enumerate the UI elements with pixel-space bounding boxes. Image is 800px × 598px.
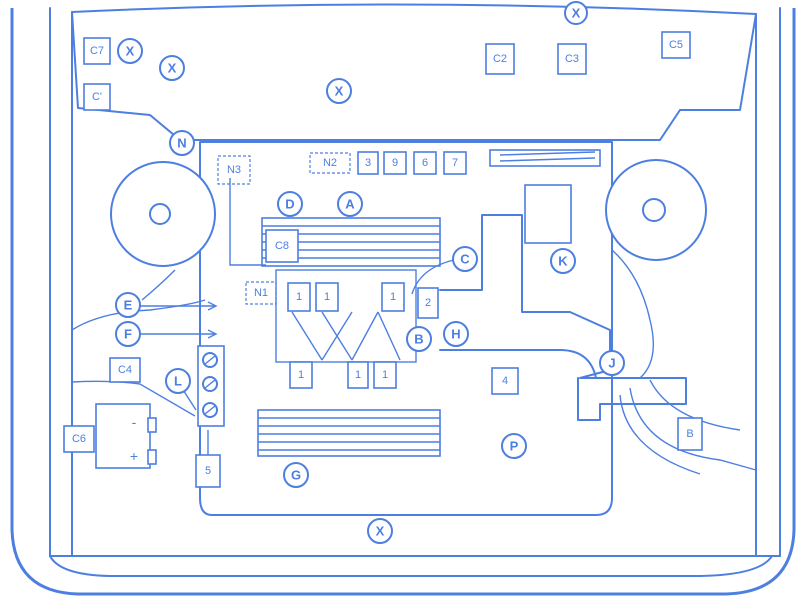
heatsink xyxy=(257,217,441,457)
battery: - + xyxy=(95,403,157,469)
svg-text:J: J xyxy=(608,356,615,371)
transistors: 1 1 1 1 1 1 2 xyxy=(287,282,439,389)
svg-text:K: K xyxy=(558,254,568,269)
svg-text:1: 1 xyxy=(298,369,304,381)
wiring xyxy=(71,249,757,475)
c5-label: C5 xyxy=(669,39,683,51)
upper-panel xyxy=(71,3,757,557)
c5-component xyxy=(661,31,691,59)
r5-label: 5 xyxy=(205,465,211,477)
r4-component xyxy=(491,367,519,395)
svg-text:X: X xyxy=(126,44,135,59)
r8-label: B xyxy=(686,428,693,440)
svg-text:H: H xyxy=(451,327,460,342)
terminal-block xyxy=(197,345,225,427)
svg-text:1: 1 xyxy=(355,369,361,381)
connector-pins: 3 9 6 7 xyxy=(357,151,467,175)
c1-component xyxy=(83,83,111,111)
c7-label: C7 xyxy=(90,45,104,57)
svg-text:B: B xyxy=(414,332,423,347)
n1-component xyxy=(245,281,277,305)
c4-component xyxy=(109,357,141,383)
c7-component xyxy=(83,37,111,65)
n3-component xyxy=(217,155,251,185)
c6-component xyxy=(63,425,95,453)
svg-text:1: 1 xyxy=(382,369,388,381)
c2-component xyxy=(485,43,515,75)
battery-minus: - xyxy=(132,414,137,430)
svg-text:F: F xyxy=(124,327,132,342)
callouts: X X X X X N D A C K E F B H L J G P xyxy=(115,1,625,544)
c4-label: C4 xyxy=(118,364,132,376)
c2-label: C2 xyxy=(493,53,507,65)
svg-text:X: X xyxy=(168,61,177,76)
c3-label: C3 xyxy=(565,53,579,65)
c6-label: C6 xyxy=(72,433,86,445)
svg-text:C: C xyxy=(460,252,470,267)
svg-text:L: L xyxy=(174,374,182,389)
svg-text:G: G xyxy=(291,468,301,483)
r8-component xyxy=(677,417,703,451)
svg-text:X: X xyxy=(335,84,344,99)
main-board xyxy=(199,141,613,516)
speaker-left xyxy=(110,161,216,267)
svg-text:E: E xyxy=(124,298,133,313)
n1-label: N1 xyxy=(254,287,268,299)
svg-text:A: A xyxy=(345,197,355,212)
svg-text:P: P xyxy=(510,439,519,454)
outer-housing xyxy=(10,7,796,596)
n3-label: N3 xyxy=(227,164,241,176)
n2-component xyxy=(309,152,351,174)
r4-label: 4 xyxy=(502,375,508,387)
svg-text:X: X xyxy=(572,6,581,21)
battery-plus: + xyxy=(130,448,138,464)
svg-text:X: X xyxy=(376,524,385,539)
svg-text:1: 1 xyxy=(296,291,302,303)
svg-text:9: 9 xyxy=(392,157,398,169)
c3-component xyxy=(557,43,587,75)
c8-component xyxy=(265,229,299,263)
svg-text:2: 2 xyxy=(425,297,431,309)
n2-label: N2 xyxy=(323,157,337,169)
svg-text:6: 6 xyxy=(422,157,428,169)
svg-text:3: 3 xyxy=(365,157,371,169)
c8-label: C8 xyxy=(275,240,289,252)
speaker-right xyxy=(605,159,707,261)
svg-text:7: 7 xyxy=(452,157,458,169)
svg-text:1: 1 xyxy=(390,291,396,303)
svg-text:N: N xyxy=(177,136,186,151)
c1-label: C' xyxy=(92,91,102,103)
svg-text:1: 1 xyxy=(324,291,330,303)
svg-text:D: D xyxy=(285,197,294,212)
